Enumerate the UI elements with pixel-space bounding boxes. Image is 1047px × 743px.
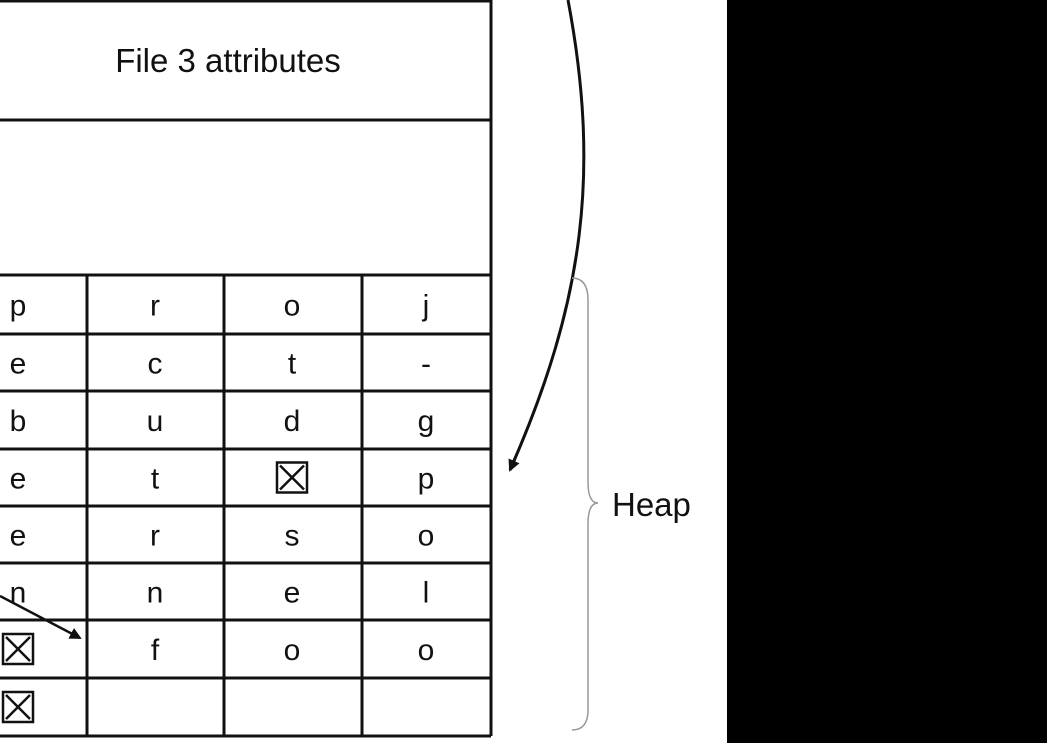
end-marker-icon [1,690,35,724]
heap-brace [571,277,599,731]
heap-cell-char: e [10,463,27,496]
heap-cell-char: c [148,348,163,381]
end-marker-icon [1,632,35,666]
short-pointer-arrow [0,594,82,640]
heap-cell-char: e [284,577,301,610]
heap-cell-char: u [147,405,164,438]
heap-cell-char: o [418,634,435,667]
heap-cell-char: b [10,405,27,438]
heap-cell-char: p [418,463,435,496]
heap-cell-char: e [10,520,27,553]
heap-cell-char: s [285,520,300,553]
heap-cell-char: o [284,290,301,323]
heap-cell-char: r [150,290,160,323]
heap-label: Heap [612,486,691,523]
curved-pointer-arrow [508,0,586,472]
heap-cell-char: t [288,348,297,381]
heap-cell-char: j [422,290,430,323]
heap-cell-char: l [423,577,430,610]
end-marker-icon [275,461,309,494]
heap-cell-char: g [418,405,435,438]
heap-cell-char: f [151,634,160,667]
heap-cell-char: p [10,290,27,323]
heap-cell-char: d [284,405,301,438]
heap-cell-char: - [421,348,431,381]
heap-cell-char: r [150,520,160,553]
file-attributes-label: File 3 attributes [115,42,341,79]
heap-cell-char: n [147,577,164,610]
heap-cell-char: t [151,463,160,496]
heap-cell-char: o [418,520,435,553]
heap-cell-char: o [284,634,301,667]
heap-cell-char: n [10,577,27,610]
heap-cell-char: e [10,348,27,381]
